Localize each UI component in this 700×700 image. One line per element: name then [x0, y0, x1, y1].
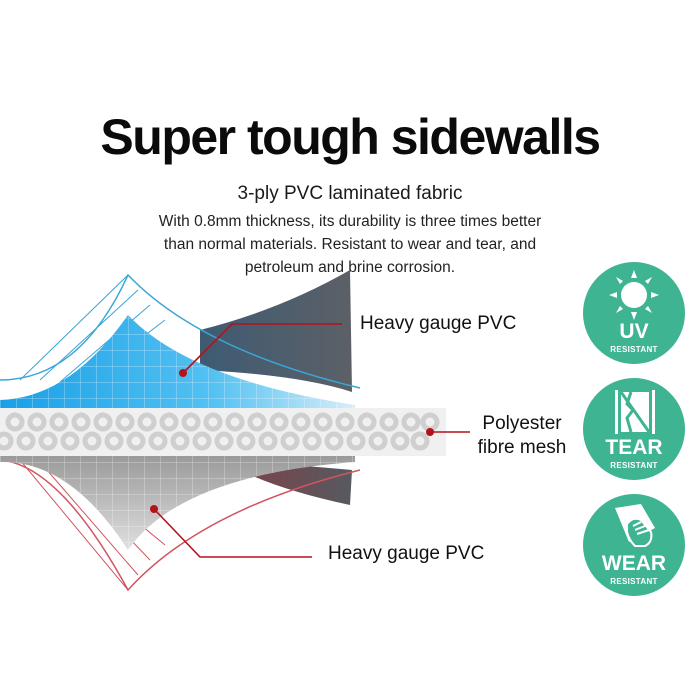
badge-tear-resistant: TEAR RESISTANT — [583, 378, 685, 480]
label-bottom-pvc: Heavy gauge PVC — [328, 543, 485, 564]
badge-uv-resistant: UV RESISTANT — [583, 262, 685, 364]
hand-wipe-icon — [615, 504, 655, 547]
label-polyester-line2: fibre mesh — [477, 437, 567, 458]
description: With 0.8mm thickness, its durability is … — [158, 213, 542, 276]
label-polyester-line1: Polyester — [482, 413, 562, 434]
badge-wear-resistant: WEAR RESISTANT — [583, 494, 685, 596]
badge-subtitle: RESISTANT — [610, 461, 658, 470]
label-top-pvc: Heavy gauge PVC — [360, 313, 517, 334]
layer-diagram — [0, 270, 470, 592]
page-title: Super tough sidewalls — [100, 109, 601, 165]
badge-subtitle: RESISTANT — [610, 345, 658, 354]
badge-title: WEAR — [601, 552, 667, 575]
badge-title: UV — [619, 320, 649, 343]
badge-title: TEAR — [605, 436, 663, 459]
subtitle: 3-ply PVC laminated fabric — [237, 183, 463, 204]
tear-icon — [615, 390, 655, 434]
badge-subtitle: RESISTANT — [610, 577, 658, 586]
label-polyester-mesh: Polyester fibre mesh — [472, 412, 572, 460]
sun-icon — [609, 270, 659, 320]
